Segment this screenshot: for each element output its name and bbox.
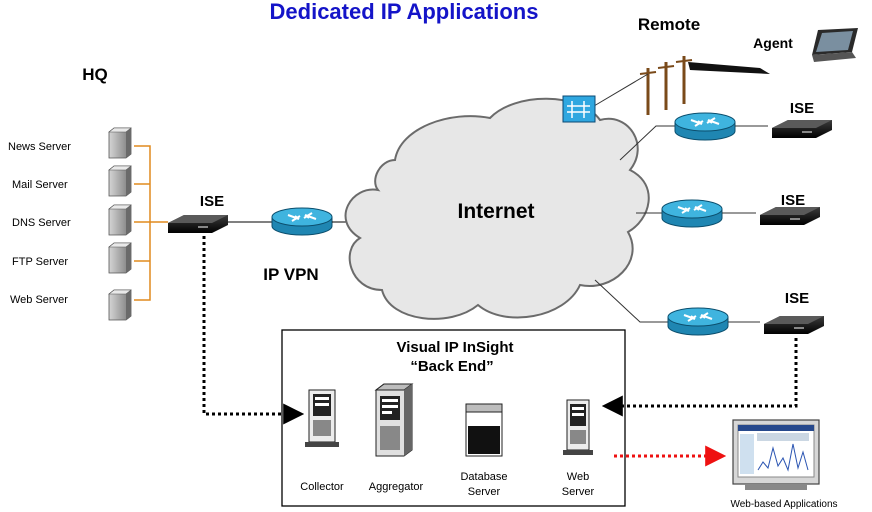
remote-site: ISE [667,290,824,336]
hq-server-bus [134,145,168,301]
remote-ise-device-icon [772,120,832,138]
hq-server: DNS Server [12,204,132,236]
backend-title-line1: Visual IP InSight [397,339,514,356]
web-server-icon [563,399,593,455]
hq-server: Mail Server [12,165,132,197]
component-label: Aggregator [369,481,424,493]
internet-cloud [344,97,650,320]
telephone-poles-icon [639,56,693,115]
hq-ise-label: ISE [200,193,224,210]
remote-ise-label: ISE [790,100,814,117]
diagram-title: Dedicated IP Applications [270,0,539,24]
webapps-label: Web-based Applications [730,499,837,510]
backend-title-line2: “Back End” [410,358,493,375]
server-label: News Server [8,141,71,153]
remote-to-webserver-link [601,338,798,417]
collector-server: Collector [300,389,344,493]
hq-server: FTP Server [12,242,132,274]
server-rack-icon [108,242,132,274]
hq-label: HQ [82,65,108,84]
remote-router-icon [661,199,723,228]
collector-server-icon [305,389,339,447]
remote-router-icon [667,307,729,336]
access-switch-icon [562,95,596,123]
dialup-link [593,73,649,107]
component-label-line2: Server [468,486,501,498]
remote-ise-label: ISE [781,192,805,209]
monitor-chart-icon [732,419,820,490]
hq-server: News Server [8,127,132,159]
web-server: Web Server [562,399,595,498]
remote-ise-device-icon [764,316,824,334]
aggregator-server: Aggregator [369,383,424,493]
remote-ise-device-icon [760,207,820,225]
hq-ise-device-icon [168,215,228,233]
vpn-label: IP VPN [263,265,318,284]
component-label-line2: Server [562,486,595,498]
aggregator-server-icon [374,383,414,457]
laptop-icon [812,28,858,62]
hq-server: Web Server [10,289,132,321]
agent-label: Agent [753,35,793,51]
remote-site: ISE [674,100,832,141]
server-label: Web Server [10,294,68,306]
server-label: FTP Server [12,256,68,268]
hq-to-collector-link [202,236,305,425]
server-rack-icon [108,204,132,236]
remote-site: ISE [661,192,820,228]
internet-label: Internet [457,200,534,223]
server-label: Mail Server [12,179,68,191]
remote-ise-label: ISE [785,290,809,307]
server-rack-icon [108,165,132,197]
component-label: Collector [300,481,344,493]
hq-server-list: News Server Mail Server DNS Server FTP S… [8,127,132,321]
database-server: Database Server [460,403,508,498]
remote-label: Remote [638,15,700,34]
server-rack-icon [108,289,132,321]
vpn-router-icon [271,207,333,236]
component-label: Database [460,471,507,483]
component-label: Web [567,471,589,483]
server-rack-icon [108,127,132,159]
agent-phone-line [688,62,770,74]
remote-router-icon [674,112,736,141]
remote-links [594,125,676,323]
database-server-icon [465,403,503,457]
server-label: DNS Server [12,217,71,229]
